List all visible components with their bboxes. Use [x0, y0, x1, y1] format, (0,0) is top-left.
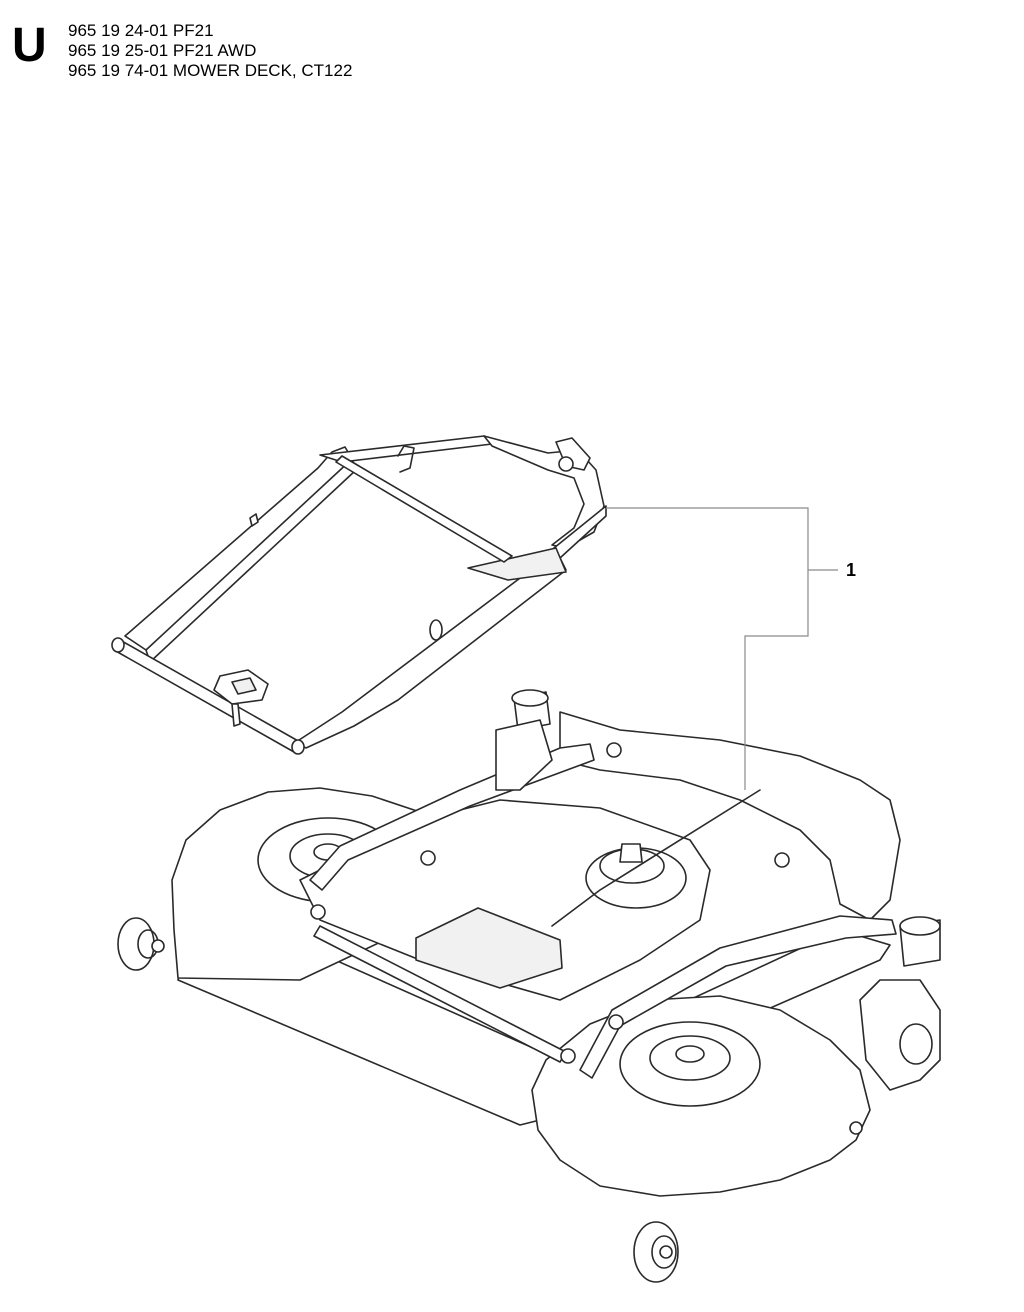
deck-cross-rod [313, 925, 567, 1063]
callout-label-1: 1 [846, 560, 857, 580]
deck-control-cable [551, 789, 761, 927]
frame-pin [429, 619, 443, 641]
deck-fitting-5 [606, 742, 622, 758]
section-letter: U [12, 19, 47, 72]
deck-caster-rear-right [859, 916, 941, 1091]
part-number-list: 965 19 24-01 PF21 965 19 25-01 PF21 AWD … [68, 21, 352, 81]
deck-wheel-front-right [633, 1221, 679, 1283]
frame-front-rod [113, 639, 301, 753]
part-number-line-1: 965 19 24-01 PF21 [68, 21, 214, 40]
deck-center-shell [299, 799, 711, 1001]
drawing-header: U 965 19 24-01 PF21 965 19 25-01 PF21 AW… [12, 14, 532, 84]
frame-left-rail [124, 446, 353, 651]
mower-deck [117, 689, 941, 1283]
deck-fitting-3 [310, 904, 326, 920]
frame-front-rod-end-left [111, 637, 125, 653]
deck-right-dome [619, 1021, 761, 1107]
frame-hole [249, 513, 259, 527]
frame-right-plate-top [467, 547, 567, 581]
deck-fitting-1 [420, 850, 436, 866]
frame-rear-bracket-bolt [558, 456, 574, 472]
deck-fitting-2 [608, 1014, 624, 1030]
deck-right-dome-hub [675, 1045, 705, 1063]
part-number-line-2: 965 19 25-01 PF21 AWD [68, 41, 257, 60]
part-number-line-3: 965 19 74-01 MOWER DECK, CT122 [68, 61, 353, 80]
frame-front-bracket-slot [231, 677, 257, 695]
deck-wheel-front-left [117, 917, 165, 971]
deck-right-dome-inner [649, 1035, 731, 1081]
callout-leader [606, 507, 838, 790]
frame-rear-hook [397, 445, 415, 473]
deck-fitting-6 [774, 852, 790, 868]
frame-left-rail-edge [145, 458, 357, 663]
lift-frame [111, 435, 607, 755]
deck-fitting-7 [849, 1121, 863, 1135]
deck-caster-rear-left [495, 689, 553, 791]
deck-center-plate [415, 907, 563, 989]
frame-front-bracket-post [231, 703, 241, 727]
deck-fitting-4 [560, 1048, 576, 1064]
deck-center-spindle [619, 843, 643, 863]
frame-front-rod-end-right [291, 739, 305, 755]
frame-cross-rod [335, 455, 513, 563]
deck-lift-arm-right [579, 915, 897, 1079]
